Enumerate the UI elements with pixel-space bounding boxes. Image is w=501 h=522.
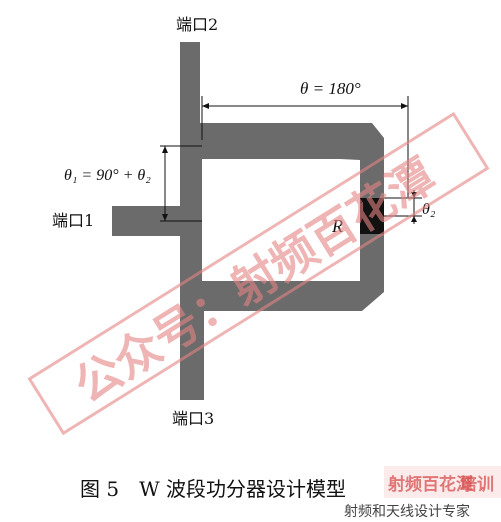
theta-main-label: θ = 180°	[300, 79, 361, 98]
corner-brand-training: 培训	[460, 474, 494, 495]
right-upper-arm	[340, 123, 384, 198]
port2-feed-line	[180, 42, 200, 144]
watermark-stamp: 公众号：射频百花潭	[27, 111, 490, 436]
theta1-label: θ₁ = 90° + θ₂	[64, 167, 151, 184]
theta2-dimension	[384, 190, 422, 224]
watermark-text: 公众号：射频百花潭	[65, 148, 445, 413]
port3-label: 端口3	[172, 409, 214, 428]
theta1-dimension	[160, 145, 202, 222]
resistor-label: R	[331, 216, 343, 236]
isolation-resistor	[360, 198, 384, 234]
port3-feed-line	[180, 290, 204, 400]
corner-subtitle: 射频和天线设计专家	[344, 503, 470, 520]
right-lower-arm	[180, 234, 384, 311]
corner-brand-logo: 射频百花潭 培训 射频和天线设计专家	[344, 466, 501, 520]
theta-main-dimension	[201, 96, 409, 198]
figure-caption: 图 5 W 波段功分器设计模型	[80, 477, 346, 501]
port2-label: 端口2	[176, 15, 218, 34]
corner-brand-text: 射频百花潭	[387, 474, 473, 495]
port1-label: 端口1	[52, 211, 94, 230]
